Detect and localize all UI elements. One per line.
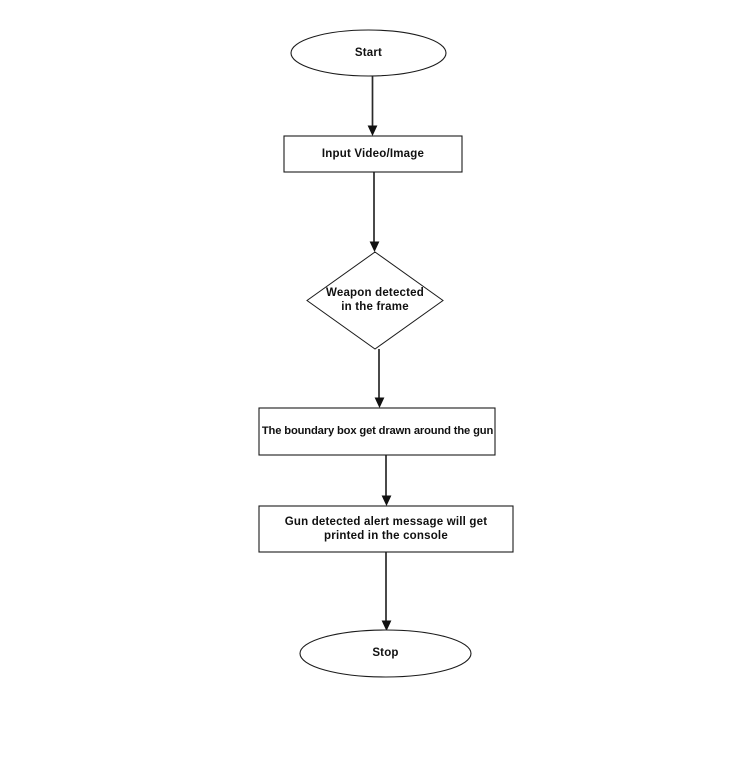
node-start-shape[interactable] — [290, 29, 447, 77]
node-stop-shape[interactable] — [299, 629, 472, 678]
node-boundary-shape[interactable] — [258, 407, 496, 456]
edge-alert-stop — [381, 552, 392, 631]
node-decision-shape[interactable] — [306, 251, 444, 350]
edge-start-input — [367, 76, 378, 136]
edge-boundary-alert — [381, 455, 392, 506]
edge-input-decision — [369, 172, 380, 252]
node-alert-shape[interactable] — [258, 505, 514, 553]
node-input-shape[interactable] — [283, 135, 463, 173]
edge-decision-boundary — [374, 349, 385, 408]
